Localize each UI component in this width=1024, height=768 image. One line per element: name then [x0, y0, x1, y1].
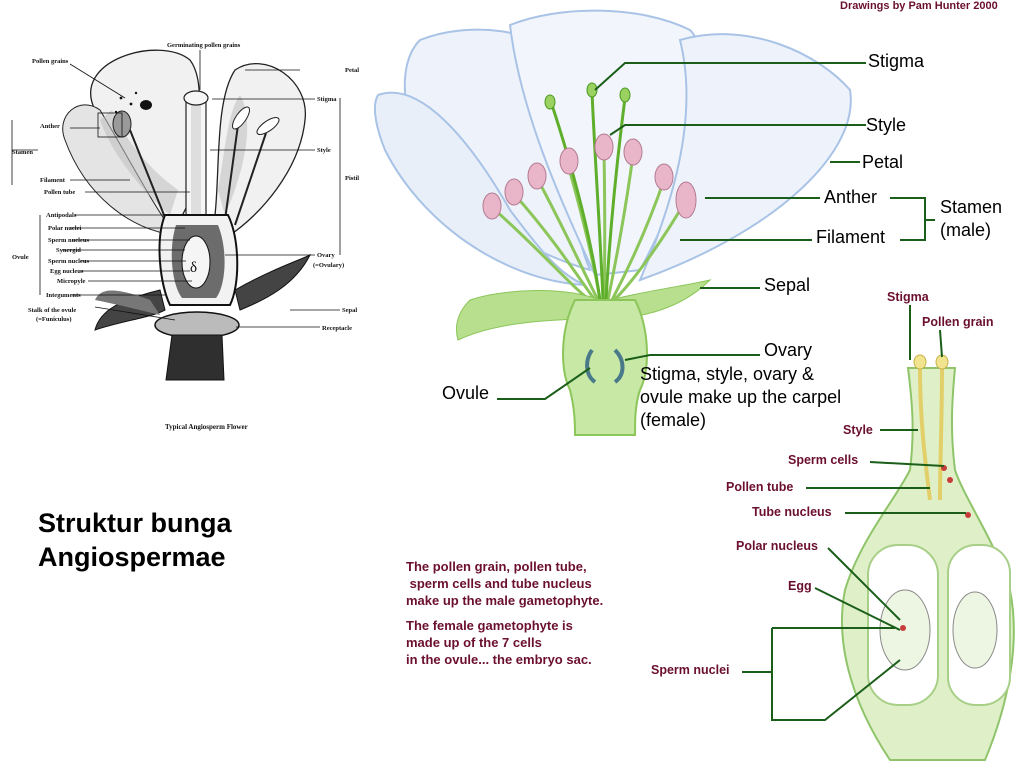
label-style-center: Style: [866, 115, 906, 135]
label-polar-nuclei: Polar nuclei: [48, 225, 81, 232]
right-labels: Stigma Pollen grain Style Sperm cells Po…: [651, 290, 994, 677]
label-sperm-cells: Sperm cells: [788, 453, 858, 467]
label-ovulary: (=Ovulary): [313, 262, 344, 269]
label-filament-left: Filament: [40, 177, 66, 184]
label-antipodals: Antipodals: [46, 212, 77, 219]
caption-female-line-3: in the ovule... the embryo sac.: [406, 652, 592, 667]
right-pistil-drawing: [841, 354, 1015, 761]
label-ovary-center: Ovary: [764, 340, 812, 360]
caption-male-line-1: The pollen grain, pollen tube,: [406, 559, 587, 574]
label-ovule-center: Ovule: [442, 383, 489, 403]
label-male-center: (male): [940, 220, 991, 240]
label-carpel-line1: Stigma, style, ovary &: [640, 364, 814, 384]
label-funiculus: (=Funiculus): [36, 316, 72, 323]
label-polar-nucleus: Polar nucleus: [736, 539, 818, 553]
label-sperm-nucleus: Sperm nucleus: [48, 237, 89, 244]
label-carpel-line2: ovule make up the carpel: [640, 387, 841, 407]
caption-female-line-1: The female gametophyte is: [406, 618, 573, 633]
left-flower-drawing: δ: [11, 49, 341, 381]
label-stigma-left: Stigma: [317, 96, 337, 103]
label-egg-nucleus: Egg nucleus: [50, 268, 84, 275]
label-anther-center: Anther: [824, 187, 877, 207]
label-carpel-line3: (female): [640, 410, 706, 430]
gametophyte-caption: The pollen grain, pollen tube, sperm cel…: [406, 558, 706, 676]
svg-text:δ: δ: [190, 260, 197, 276]
label-sepal-center: Sepal: [764, 275, 810, 295]
label-sperm-nuclei: Sperm nuclei: [651, 663, 730, 677]
label-micropyle: Micropyle: [57, 278, 86, 285]
label-pollen-tube-left: Pollen tube: [44, 189, 75, 196]
label-pollen-grains: Pollen grains: [32, 58, 69, 65]
center-labels: Stigma Style Petal Anther Stamen (male) …: [442, 51, 1002, 430]
label-petal-center: Petal: [862, 152, 903, 172]
label-germinating-pollen: Germinating pollen grains: [167, 42, 241, 49]
label-ovule-left: Ovule: [12, 254, 29, 261]
label-style-left: Style: [317, 147, 331, 154]
right-leader-lines: [742, 305, 966, 721]
center-flower-drawing: [373, 9, 852, 436]
label-petal-left: Petal: [345, 67, 359, 74]
center-leader-lines: [497, 62, 935, 400]
label-integuments: Integuments: [46, 292, 81, 299]
label-pistil-left: Pistil: [345, 175, 359, 182]
label-receptacle: Receptacle: [322, 325, 352, 332]
caption-female-line-2: made up of the 7 cells: [406, 635, 542, 650]
label-anther-left: Anther: [40, 123, 60, 130]
label-sperm-nucleus-2: Sperm nucleus: [48, 258, 89, 265]
label-pollen-tube-right: Pollen tube: [726, 480, 793, 494]
label-style-right: Style: [843, 423, 873, 437]
label-synergid: Synergid: [56, 247, 81, 254]
label-ovary-left: Ovary: [317, 252, 335, 259]
label-stamen-left: Stamen: [12, 149, 33, 156]
label-stalk-ovule: Stalk of the ovule: [28, 307, 76, 314]
label-egg: Egg: [788, 579, 812, 593]
label-filament-center: Filament: [816, 227, 885, 247]
label-sepal-left: Sepal: [342, 307, 357, 314]
title-line-2: Angiospermae: [38, 542, 226, 572]
label-stamen-center: Stamen: [940, 197, 1002, 217]
label-tube-nucleus: Tube nucleus: [752, 505, 832, 519]
title-line-1: Struktur bunga: [38, 508, 232, 538]
page-title: Struktur bunga Angiospermae: [38, 506, 232, 574]
label-pollen-grain-right: Pollen grain: [922, 315, 994, 329]
left-flower-labels: Germinating pollen grains Pollen grains …: [12, 42, 359, 431]
caption-male-line-2: sperm cells and tube nucleus: [409, 576, 592, 591]
credit-text: Drawings by Pam Hunter 2000: [840, 0, 998, 12]
caption-male-line-3: make up the male gametophyte.: [406, 593, 604, 608]
label-stigma-right: Stigma: [887, 290, 930, 304]
left-diagram-caption: Typical Angiosperm Flower: [165, 423, 248, 431]
label-stigma-center: Stigma: [868, 51, 925, 71]
